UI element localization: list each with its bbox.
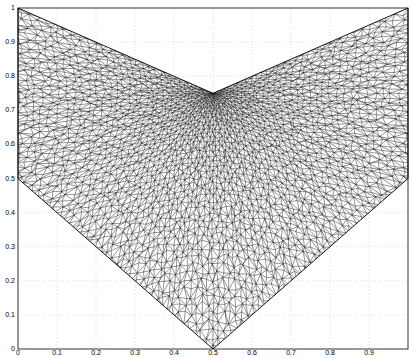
tick-label: 0.6 [247,349,257,357]
grid-line [18,42,408,43]
tick-label: 0 [11,345,15,353]
tick-label: 0.4 [169,349,179,357]
tick-label: 0.5 [208,349,218,357]
tick-label: 0.3 [130,349,140,357]
tick-label: 0.8 [5,72,15,80]
tick-label: 0.9 [5,38,15,46]
tick-label: 0.6 [5,140,15,148]
tick-label: 0.4 [5,209,15,217]
tick-label: 0 [16,349,20,357]
tick-label: 0.3 [5,243,15,251]
tick-label: 0.7 [286,349,296,357]
tick-label: 0.5 [5,175,15,183]
grid-line [369,8,370,349]
tick-label: 0.2 [5,277,15,285]
tick-label: 0.9 [364,349,374,357]
tick-label: 1 [11,4,15,12]
domain-outline [18,8,408,349]
tick-label: 0.8 [325,349,335,357]
tick-label: 0.7 [5,106,15,114]
tick-label: 0.1 [5,311,15,319]
tick-label: 0.1 [52,349,62,357]
tick-label: 0.2 [91,349,101,357]
